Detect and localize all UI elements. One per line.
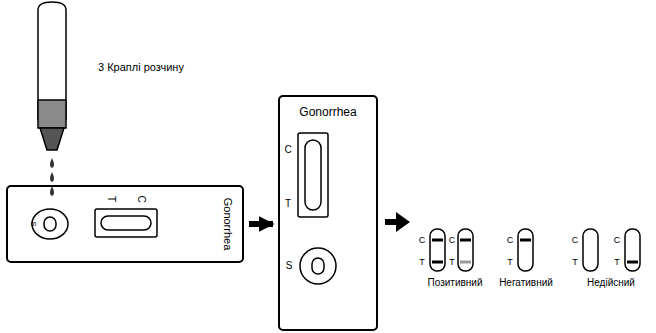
line-marker: T	[419, 258, 425, 267]
line-marker: T	[572, 258, 578, 267]
line-marker: T	[106, 196, 116, 202]
drops	[50, 158, 54, 196]
result-caption: Позитивний	[428, 278, 483, 288]
result-caption: Негативний	[499, 278, 553, 288]
cassette-brand: Gonorrhea	[222, 198, 234, 251]
line-marker: S	[29, 221, 37, 226]
line-marker: S	[286, 261, 293, 271]
flow-arrow	[249, 221, 273, 227]
flow-arrow	[385, 212, 410, 232]
sample-well	[32, 209, 68, 239]
result-window	[95, 209, 157, 237]
line-marker: C	[614, 236, 621, 245]
result-window	[298, 133, 328, 217]
line-marker: C	[572, 236, 579, 245]
line-marker: C	[449, 236, 456, 245]
test-lines	[432, 240, 638, 262]
cassette-brand: Gonorrhea	[280, 105, 376, 119]
line-marker: C	[507, 236, 514, 245]
result-caption: Недійсний	[587, 278, 635, 288]
line-marker: T	[285, 199, 291, 209]
instruction-note: 3 Краплі розчину	[98, 62, 184, 73]
line-marker: C	[284, 145, 291, 155]
line-marker: T	[449, 258, 455, 267]
dropper	[38, 2, 66, 150]
line-marker: C	[419, 236, 426, 245]
line-marker: C	[136, 195, 146, 202]
test-cassette: Gonorrhea	[278, 95, 378, 331]
sample-well	[300, 248, 336, 284]
line-marker: T	[614, 258, 620, 267]
test-cassette: Gonorrhea	[6, 185, 244, 263]
line-marker: T	[507, 258, 513, 267]
result-strips	[430, 229, 640, 271]
